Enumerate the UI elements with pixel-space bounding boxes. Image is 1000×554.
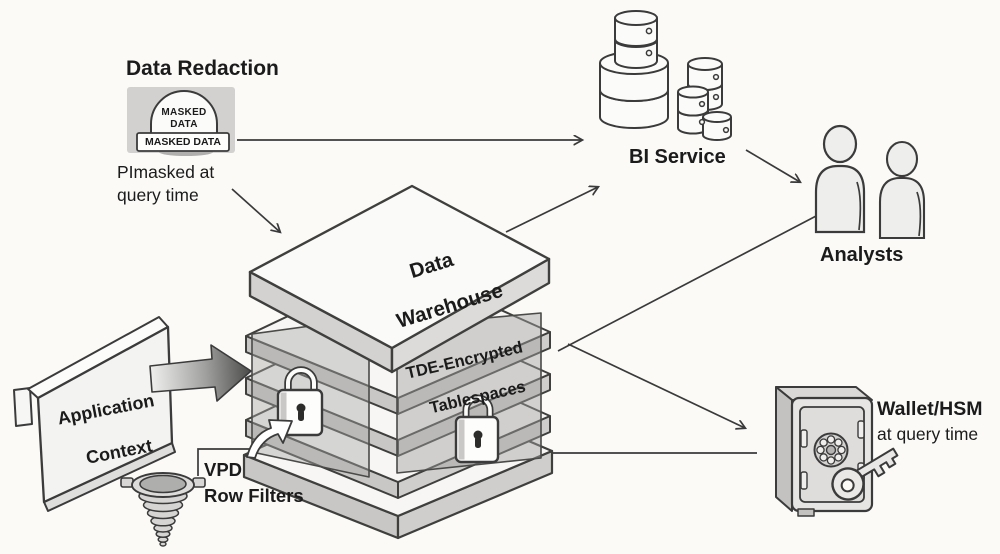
stamp-text-line1: MASKED <box>161 107 207 118</box>
safe-left-face <box>775 386 793 512</box>
key-icon <box>831 447 899 501</box>
safe-hinge <box>800 471 808 490</box>
panel-notch <box>13 387 33 427</box>
redaction-note-line1: PImasked at <box>117 162 215 182</box>
analyst-person-front <box>814 124 866 234</box>
wallet-safe-icon <box>775 386 899 517</box>
masked-data-stamp-icon <box>127 87 235 156</box>
connector-funnel-to-stack-elbow <box>197 448 251 476</box>
connector-warehouse-to-bi-arrow <box>505 187 598 233</box>
tde-glass-panel <box>396 312 542 474</box>
safe-hinge <box>857 420 865 439</box>
vpd-curved-arrow-icon <box>246 419 293 459</box>
bi-service-label: BI Service <box>629 146 726 168</box>
vpd-label-line2: Row Filters <box>204 485 304 506</box>
connector-bi-to-analysts-arrow <box>745 149 800 182</box>
connector-tablespaces-to-wallet-arrow <box>567 343 745 428</box>
safe-hinge <box>800 429 808 448</box>
vpd-label-line1: VPD <box>204 459 243 480</box>
stamp-badge-text: MASKED DATA <box>144 136 222 148</box>
warehouse-stack <box>242 184 554 540</box>
connector-tablespaces-to-analysts-line <box>557 214 819 352</box>
vpd-funnel-icon <box>120 472 206 547</box>
connector-note-to-warehouse-arrow <box>231 188 280 232</box>
safe-dial <box>813 432 849 468</box>
context-flow-arrow <box>149 344 252 402</box>
wallet-label: Wallet/HSM <box>877 398 983 420</box>
stamp-text-line2: DATA <box>170 119 198 130</box>
padlock-icon-right <box>454 394 500 464</box>
redaction-note-line2: query time <box>117 185 199 205</box>
bi-service-database-icon <box>599 10 732 141</box>
analysts-label: Analysts <box>820 244 904 266</box>
wallet-sublabel: at query time <box>877 424 979 444</box>
application-context-panel <box>13 316 176 512</box>
analyst-person-back <box>878 140 926 240</box>
panel-face <box>36 325 174 504</box>
analysts-icon <box>814 124 926 240</box>
data-warehouse-slab <box>248 184 551 374</box>
safe-foot <box>797 508 815 517</box>
cylinder-bolt-dots <box>645 27 730 134</box>
data-redaction-title: Data Redaction <box>126 57 279 80</box>
